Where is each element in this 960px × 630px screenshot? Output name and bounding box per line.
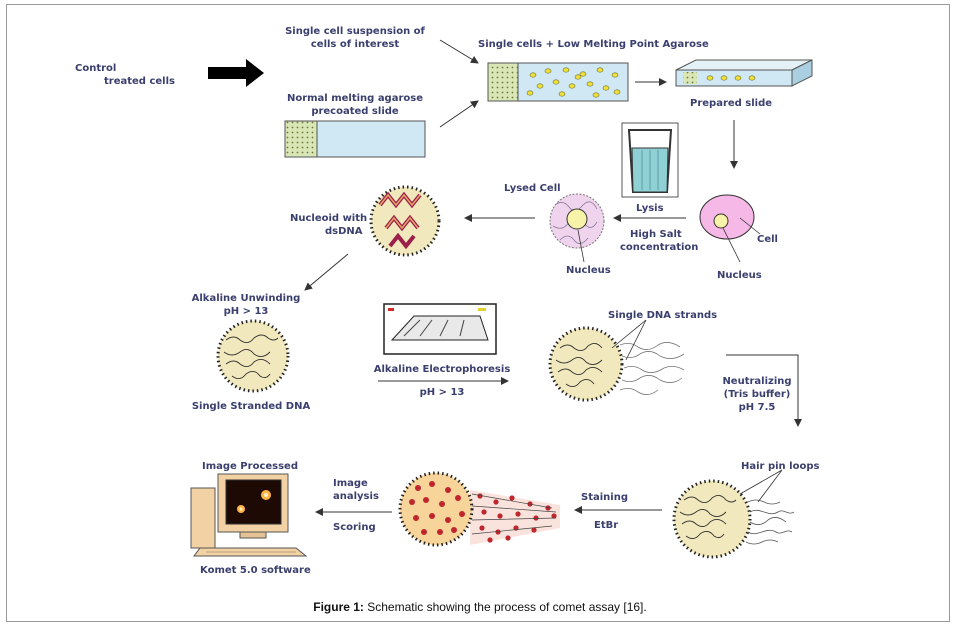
label-control: Control <box>75 63 117 74</box>
arrow-to-unwinding <box>304 253 349 291</box>
arrow-precoated-to-slide <box>439 100 479 128</box>
label-dsdna: dsDNA <box>325 226 363 237</box>
label-neutral-ph: pH 7.5 <box>738 402 776 413</box>
label-high-salt: High Salt <box>630 229 682 240</box>
figure-frame <box>6 4 950 622</box>
label-hair-pin-loops: Hair pin loops <box>741 461 820 472</box>
label-single-dna-strands: Single DNA strands <box>608 310 718 321</box>
electrophoresis-apparatus-icon <box>383 303 497 355</box>
label-concentration: concentration <box>620 242 699 253</box>
computer-icon <box>190 473 308 557</box>
big-black-arrow <box>208 59 264 87</box>
label-komet-software: Komet 5.0 software <box>200 565 311 576</box>
label-image: Image <box>333 478 368 489</box>
single-stranded-dna-icon <box>216 319 290 393</box>
caption-text: Schematic showing the process of comet a… <box>363 600 647 614</box>
label-cell: Cell <box>757 234 778 245</box>
label-staining: Staining <box>581 492 628 503</box>
label-electrophoresis-ph: pH > 13 <box>419 387 465 398</box>
label-etbr: EtBr <box>594 520 619 531</box>
label-scoring: Scoring <box>333 522 376 533</box>
label-nucleus-lysed: Nucleus <box>566 265 611 276</box>
label-analysis: analysis <box>333 491 379 502</box>
label-alkaline-electrophoresis: Alkaline Electrophoresis <box>373 364 511 375</box>
label-prepared-slide: Prepared slide <box>690 98 773 109</box>
nucleoid-dsdna-icon <box>369 185 441 257</box>
label-suspension-line1: Single cell suspension of <box>285 26 425 37</box>
stained-comet-icon <box>398 471 560 547</box>
precoated-slide <box>284 120 426 158</box>
label-single-stranded-dna: Single Stranded DNA <box>191 401 311 412</box>
beaker-icon <box>621 122 679 198</box>
slide-with-cells <box>487 62 629 102</box>
label-precoated-slide: precoated slide <box>311 106 399 117</box>
label-nucleus-cell: Nucleus <box>717 270 762 281</box>
label-image-processed: Image Processed <box>202 461 298 472</box>
label-tris-buffer: (Tris buffer) <box>723 389 791 400</box>
hairpin-loops-comet-icon <box>672 469 795 559</box>
caption-prefix: Figure 1: <box>313 600 364 614</box>
comet-single-strands-icon <box>548 319 685 402</box>
arrow-neutralizing <box>726 354 802 427</box>
arrow-suspension-to-slide <box>439 39 479 64</box>
label-treated-cells: treated cells <box>104 76 175 87</box>
label-nucleoid: Nucleoid with <box>290 213 368 224</box>
label-lysis: Lysis <box>636 203 664 214</box>
label-neutralizing: Neutralizing <box>722 376 792 387</box>
figure-caption: Figure 1: Schematic showing the process … <box>0 600 960 614</box>
prepared-slide <box>675 59 813 87</box>
label-lysed-cell: Lysed Cell <box>504 183 561 194</box>
cell-icon <box>699 194 761 263</box>
label-normal-melting: Normal melting agarose <box>286 93 424 104</box>
label-single-cells-lmp: Single cells + Low Melting Point Agarose <box>478 39 709 50</box>
label-alkaline-unwinding: Alkaline Unwinding <box>191 293 301 304</box>
label-suspension-line2: cells of interest <box>310 39 400 50</box>
lysed-cell-icon <box>549 193 605 263</box>
label-unwinding-ph: pH > 13 <box>223 306 269 317</box>
